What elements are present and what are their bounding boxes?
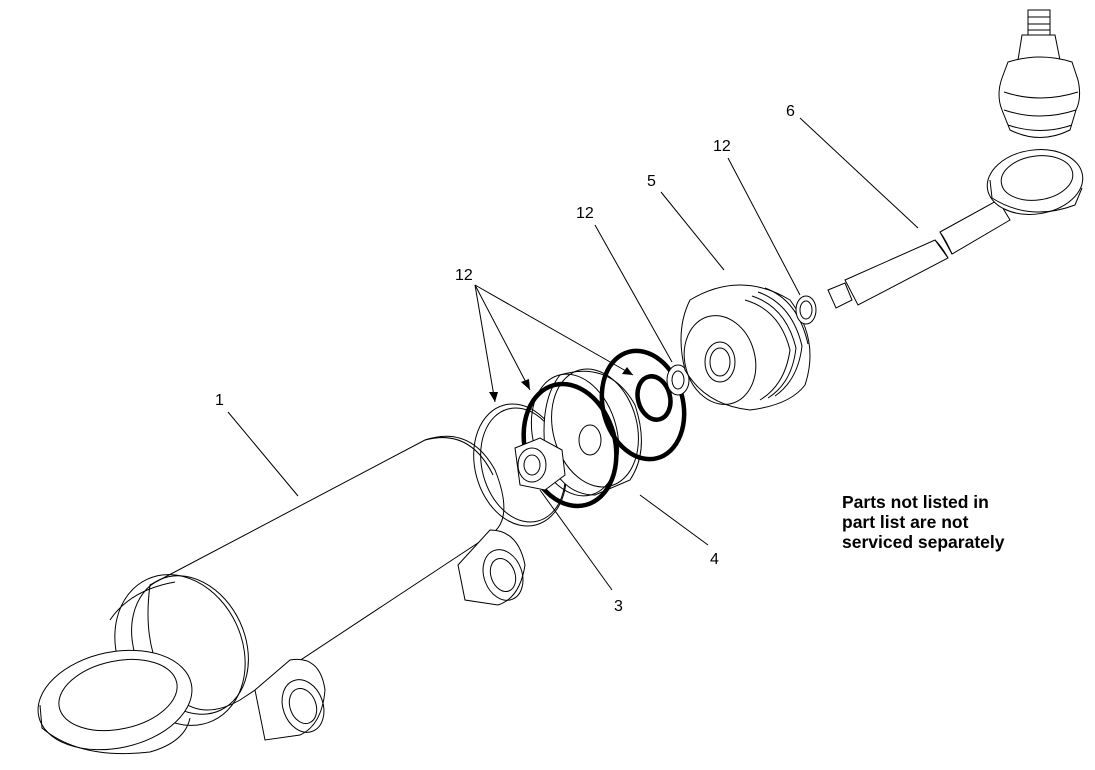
leader-12-a3 — [474, 284, 634, 376]
leader-6 — [799, 117, 919, 229]
part-12-small-o-ring — [666, 364, 690, 396]
arrowhead — [622, 367, 633, 375]
part-12-o-ring-inner — [635, 374, 673, 422]
service-note-line-3: serviced separately — [842, 532, 1005, 552]
callout-1: 1 — [215, 392, 224, 409]
leader-4 — [639, 494, 709, 546]
part-1-cylinder-body — [37, 435, 526, 755]
leader-12-a2 — [474, 284, 531, 391]
leader-lines — [227, 117, 919, 591]
leader-5 — [660, 191, 725, 271]
callout-6: 6 — [786, 103, 795, 120]
callout-12-a: 12 — [455, 267, 473, 284]
part-3-lock-nut — [514, 437, 566, 491]
callout-3: 3 — [614, 598, 623, 615]
leader-12-c — [727, 157, 801, 296]
leader-1 — [227, 411, 299, 497]
part-6-rod — [827, 149, 1084, 309]
top-fitting — [998, 9, 1081, 138]
service-note-line-1: Parts not listed in — [842, 492, 989, 512]
leader-12-a1 — [474, 284, 496, 403]
arrowhead — [489, 392, 498, 402]
service-note-line-2: part list are not — [842, 512, 969, 532]
callout-12-b: 12 — [576, 205, 594, 222]
part-5-gland — [680, 284, 811, 411]
arrowhead — [521, 379, 530, 390]
part-12-rod-seal — [795, 295, 817, 325]
callout-4: 4 — [710, 551, 719, 568]
callout-12-c: 12 — [713, 138, 731, 155]
callout-5: 5 — [647, 173, 656, 190]
service-note: Parts not listed in part list are not se… — [842, 492, 1082, 552]
leader-3 — [539, 489, 613, 591]
leader-12-b — [594, 224, 673, 363]
